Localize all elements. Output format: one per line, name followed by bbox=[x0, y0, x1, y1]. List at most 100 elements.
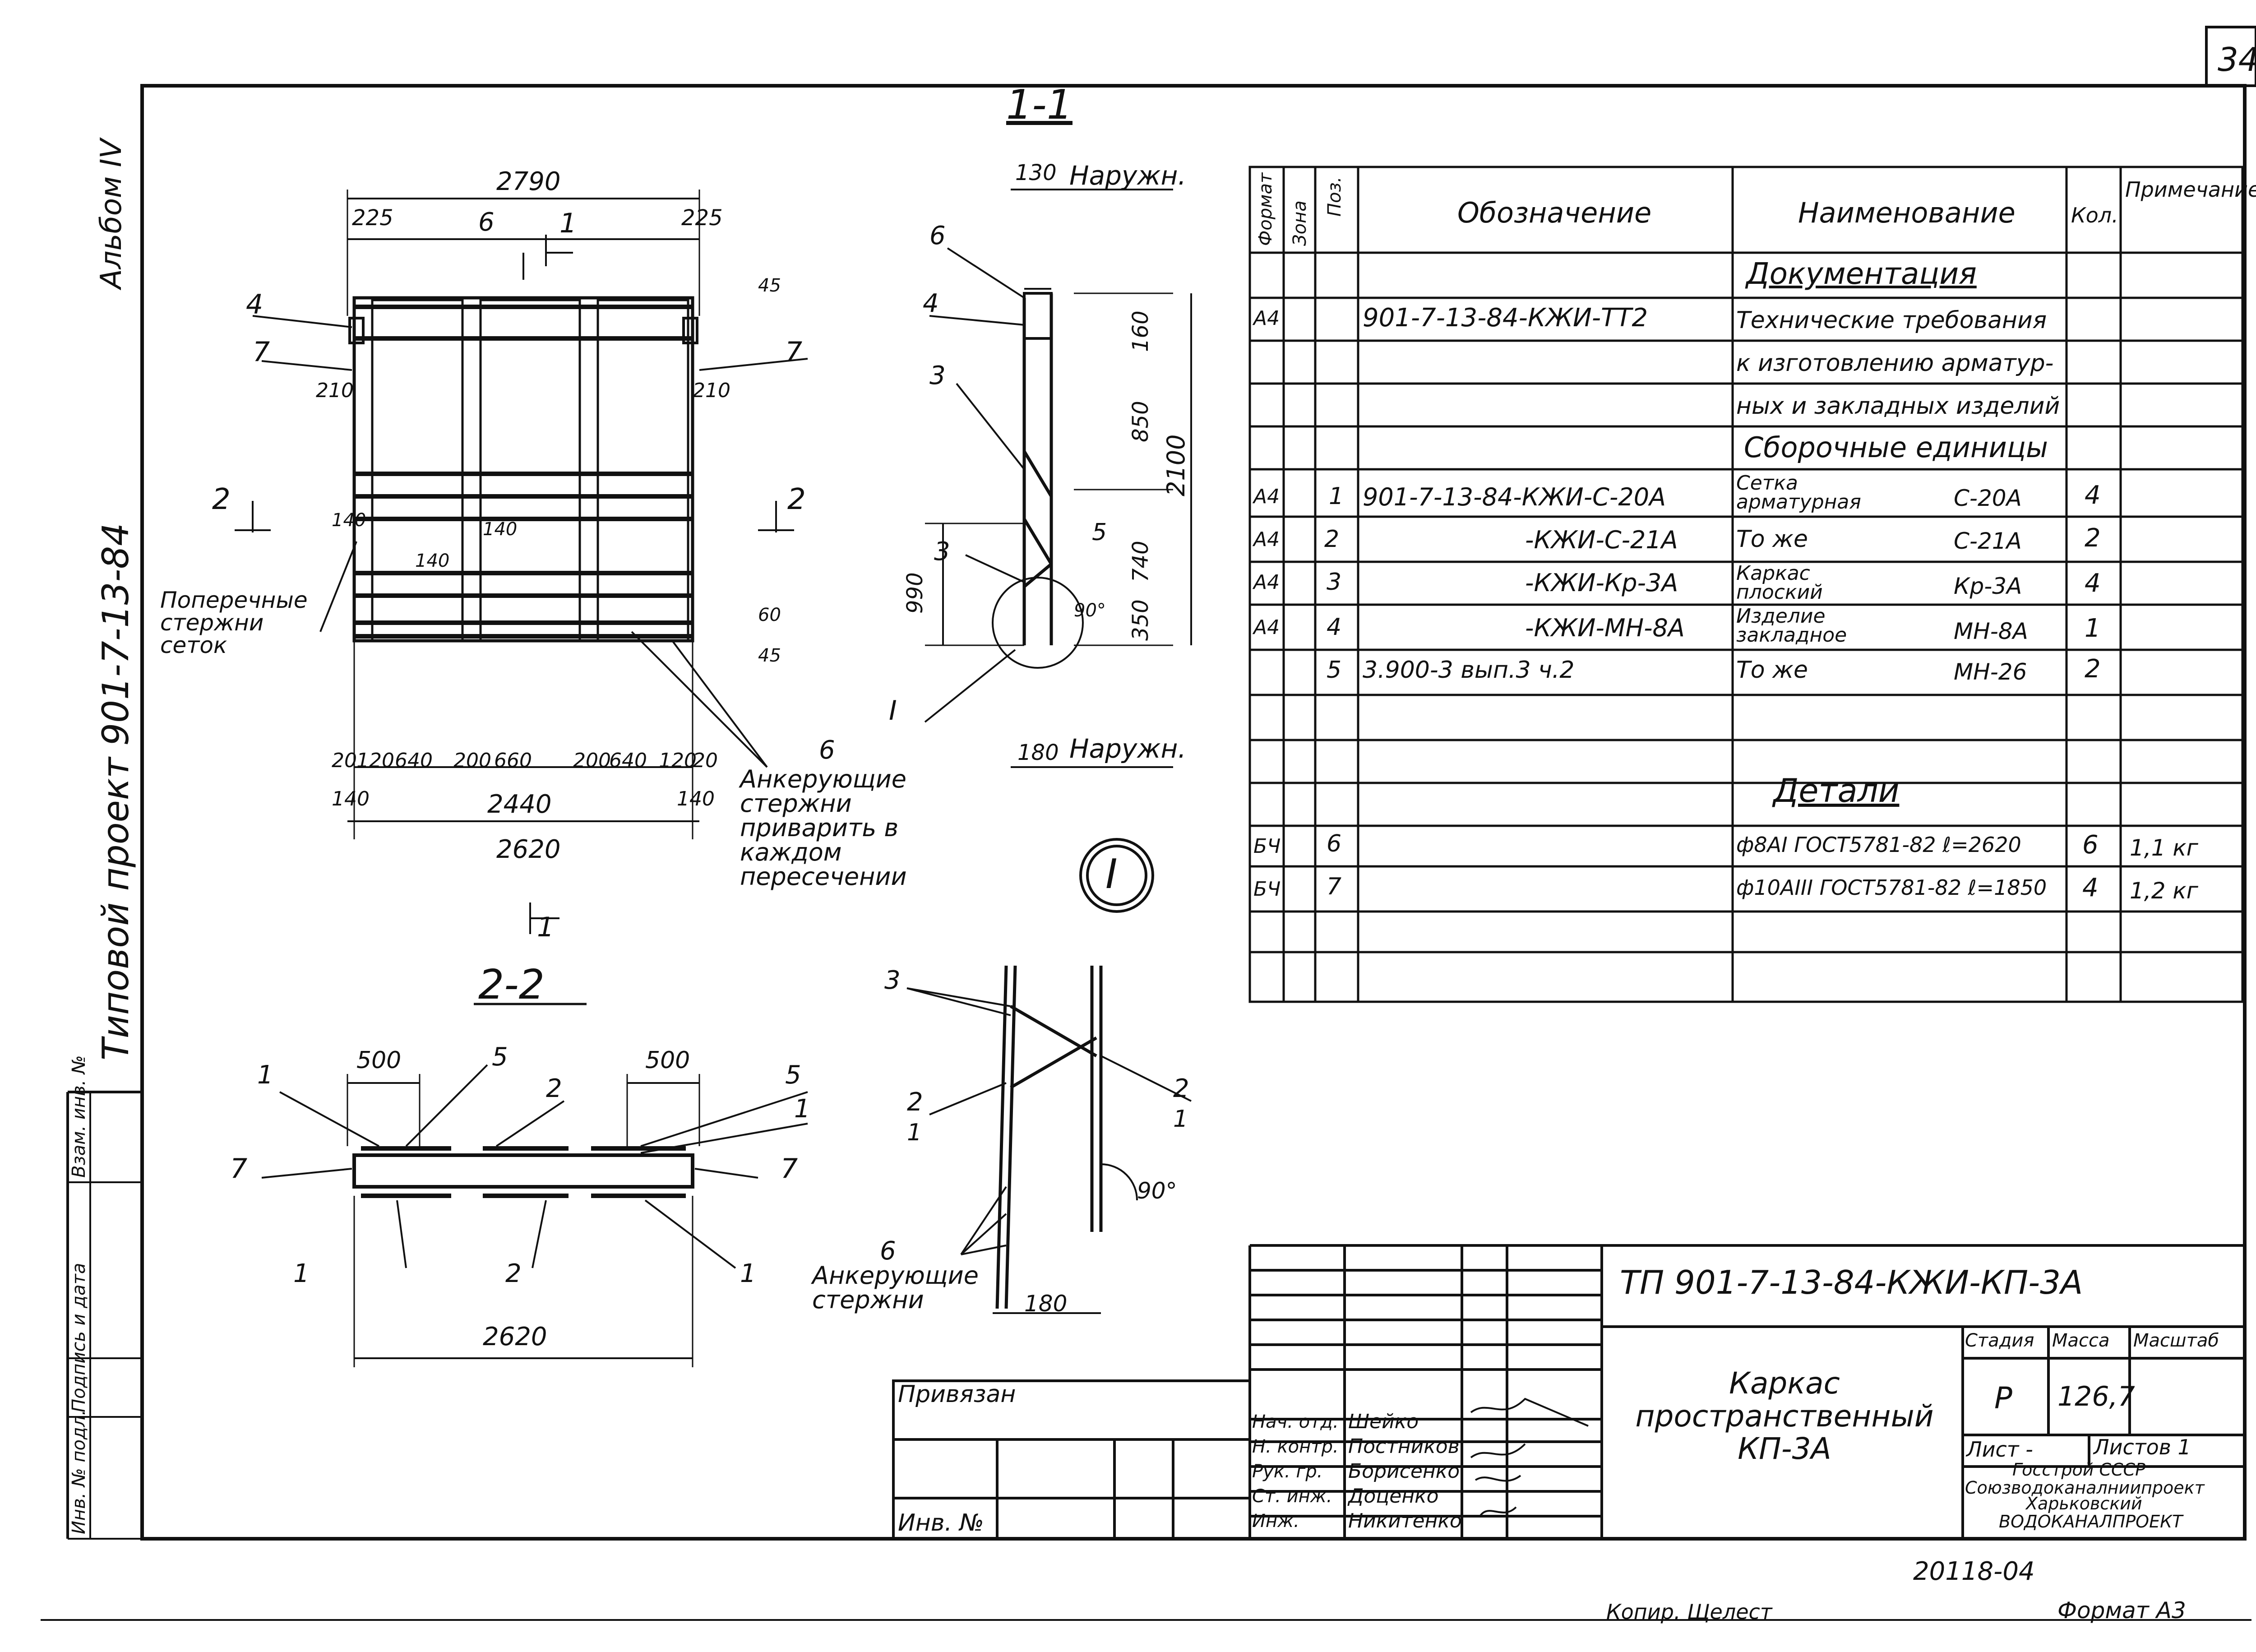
dim-225-right: 225 bbox=[681, 205, 723, 231]
s2-pos-2-top: 2 bbox=[546, 1074, 562, 1103]
title-signatures bbox=[1470, 1397, 1589, 1517]
dim-45-top: 45 bbox=[758, 275, 781, 296]
stage-label: Стадия bbox=[1965, 1330, 2034, 1351]
spec-table-grid bbox=[1248, 166, 2244, 1003]
th-zone: Зона bbox=[1290, 200, 1310, 246]
dim-225-left: 225 bbox=[352, 205, 393, 231]
section-mark-1-bottom: 1 bbox=[537, 912, 555, 943]
s2-pos-2-bottom: 2 bbox=[505, 1259, 522, 1288]
dim-640-l: 640 bbox=[395, 749, 433, 772]
row-9-name: То же bbox=[1736, 657, 1808, 684]
node-mark: I bbox=[1105, 851, 1118, 898]
node-pos-6: 6 bbox=[880, 1236, 896, 1266]
row-5-code: С-20А bbox=[1954, 485, 2022, 511]
row-13-fmt: БЧ bbox=[1253, 878, 1281, 901]
dim-120-r: 120 bbox=[659, 749, 697, 772]
pos-6-top: 6 bbox=[478, 208, 495, 237]
th-note: Примечание bbox=[2125, 177, 2256, 202]
row-details-section: Детали bbox=[1773, 772, 1900, 810]
dim-60: 60 bbox=[758, 605, 781, 625]
dim-200-l: 200 bbox=[453, 749, 491, 772]
row-6-pos: 2 bbox=[1324, 526, 1340, 553]
inv-no-label: Инв. № bbox=[898, 1509, 984, 1536]
row-13-qty: 4 bbox=[2082, 873, 2099, 902]
dim-20-l: 20 bbox=[332, 749, 357, 772]
node-note-anchor: Анкерующие стержни bbox=[812, 1261, 979, 1314]
signer-role-3: Ст. инж. bbox=[1252, 1486, 1332, 1507]
row-7-designation: -КЖИ-Кр-3А bbox=[1525, 569, 1678, 597]
dim-640-r: 640 bbox=[609, 749, 647, 772]
dim-2620-plan: 2620 bbox=[496, 835, 561, 864]
node-pos-1-left: 1 bbox=[907, 1119, 922, 1146]
signer-role-4: Инж. bbox=[1252, 1511, 1299, 1532]
pos-4-label: 4 bbox=[246, 289, 264, 320]
s2-pos-7-right: 7 bbox=[781, 1153, 798, 1185]
section-mark-2-left: 2 bbox=[212, 483, 231, 516]
row-5-fmt: А4 bbox=[1253, 485, 1280, 508]
dim-140-c: 140 bbox=[415, 551, 450, 571]
section-2-2-title: 2-2 bbox=[478, 961, 545, 1009]
row-6-designation: -КЖИ-С-21А bbox=[1525, 526, 1678, 554]
outer-label-top: Наружн. bbox=[1069, 160, 1186, 191]
dim-120-l: 120 bbox=[356, 749, 394, 772]
dim-200-r: 200 bbox=[573, 749, 611, 772]
node-angle: 90° bbox=[1137, 1178, 1177, 1204]
node-pos-2-right: 2 bbox=[1173, 1074, 1189, 1103]
dim-2440: 2440 bbox=[487, 790, 552, 819]
org-line-3: Харьковский bbox=[2026, 1494, 2142, 1513]
section-mark-1-top: 1 bbox=[559, 208, 577, 239]
sheet-number: 34 bbox=[2218, 41, 2256, 79]
copied-by: Копир. Щелест bbox=[1606, 1600, 1772, 1624]
dim-180-sec: 180 bbox=[1017, 740, 1059, 765]
dim-2620-sec2: 2620 bbox=[483, 1322, 547, 1351]
row-5-name: Сетка арматурная bbox=[1736, 472, 1861, 514]
signer-name-0: Шейко bbox=[1348, 1410, 1419, 1433]
plan-view bbox=[235, 190, 808, 934]
title-name: Каркас пространственный КП-3А bbox=[1635, 1366, 1934, 1467]
row-12-note: 1,1 кг bbox=[2130, 835, 2198, 861]
signer-name-3: Доценко bbox=[1348, 1485, 1439, 1508]
row-6-qty: 2 bbox=[2085, 523, 2101, 553]
stamp-inv-label: Инв. № подл. bbox=[69, 1410, 89, 1534]
row-asm-section: Сборочные единицы bbox=[1744, 431, 2048, 464]
row-1-name: Технические требования bbox=[1736, 307, 2047, 334]
org-line-4: ВОДОКАНАЛПРОЕКТ bbox=[1999, 1512, 2183, 1532]
row-8-pos: 4 bbox=[1327, 614, 1342, 641]
th-pos: Поз. bbox=[1324, 176, 1345, 217]
row-6-name: То же bbox=[1736, 526, 1808, 553]
row-6-code: С-21А bbox=[1954, 528, 2022, 554]
row-8-code: МН-8А bbox=[1954, 618, 2028, 644]
row-12-qty: 6 bbox=[2082, 830, 2099, 860]
pos-7-right: 7 bbox=[785, 336, 803, 368]
row-9-pos: 5 bbox=[1327, 657, 1342, 684]
section-1-1 bbox=[924, 189, 1192, 768]
sec-node-ref: I bbox=[889, 695, 897, 727]
row-1-designation: 901-7-13-84-КЖИ-ТТ2 bbox=[1363, 303, 1648, 333]
row-8-qty: 1 bbox=[2085, 614, 2101, 643]
dim-140-a: 140 bbox=[332, 510, 366, 531]
node-pos-3: 3 bbox=[884, 966, 901, 995]
s2-pos-5-tr: 5 bbox=[785, 1060, 801, 1090]
stage-value: Р bbox=[1994, 1381, 2012, 1416]
row-doc-section: Документация bbox=[1746, 256, 1977, 291]
th-name: Наименование bbox=[1798, 196, 2016, 229]
dim-45-bottom: 45 bbox=[758, 645, 781, 666]
section-mark-2-right: 2 bbox=[787, 483, 806, 516]
row-9-qty: 2 bbox=[2085, 654, 2101, 684]
row-7-name: Каркас плоский bbox=[1736, 562, 1823, 604]
dim-160: 160 bbox=[1128, 310, 1153, 352]
dim-990: 990 bbox=[902, 572, 928, 614]
project-label: Типовой проект 901-7-13-84 bbox=[95, 523, 137, 1060]
signer-name-4: Никитенко bbox=[1348, 1509, 1462, 1532]
s2-pos-7-left: 7 bbox=[230, 1153, 248, 1185]
node-pos-2-left: 2 bbox=[907, 1087, 923, 1117]
dim-350: 350 bbox=[1128, 599, 1153, 641]
dim-130: 130 bbox=[1015, 160, 1057, 185]
org-line-2: Союзводоканалниипроект bbox=[1965, 1478, 2205, 1498]
section-1-1-title: 1-1 bbox=[1006, 81, 1073, 129]
s2-pos-5-tl: 5 bbox=[492, 1042, 508, 1072]
sheets-label: Листов 1 bbox=[2094, 1435, 2191, 1459]
row-9-code: МН-26 bbox=[1954, 659, 2027, 685]
s2-pos-1-bl: 1 bbox=[293, 1259, 310, 1288]
signer-role-0: Нач. отд. bbox=[1252, 1411, 1339, 1432]
